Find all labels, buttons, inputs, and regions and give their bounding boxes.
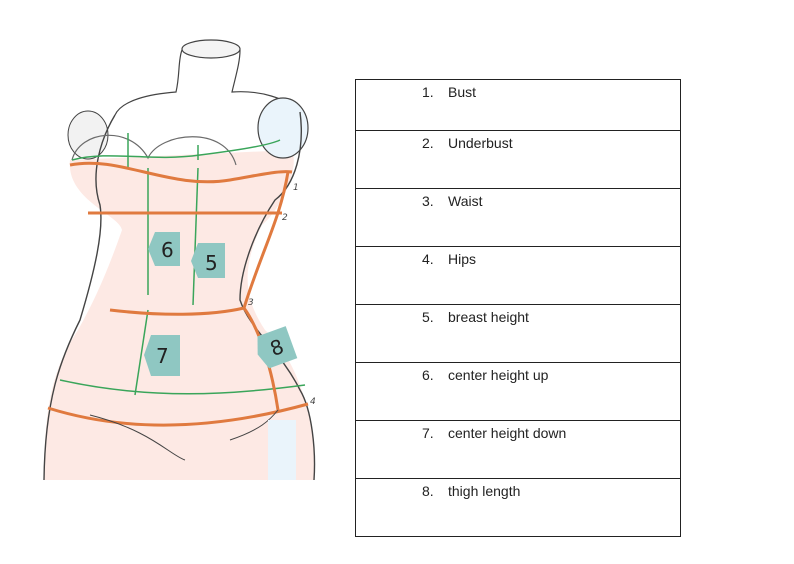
measurement-row: 2. Underbust bbox=[355, 130, 681, 189]
tag-7: 7 bbox=[144, 335, 180, 376]
measurement-cell: 8. thigh length bbox=[355, 478, 681, 537]
hip-line bbox=[47, 402, 309, 427]
measurement-number: 3. bbox=[422, 193, 434, 209]
measurement-label: breast height bbox=[448, 309, 529, 325]
measurement-cell: 7. center height down bbox=[355, 420, 681, 479]
measurement-cell: 5. breast height bbox=[355, 304, 681, 363]
svg-text:7: 7 bbox=[156, 344, 169, 368]
green-guide-lines bbox=[59, 133, 306, 396]
measurement-row: 6. center height up bbox=[355, 362, 681, 421]
measurement-row: 1. Bust bbox=[355, 79, 681, 131]
measurement-row: 7. center height down bbox=[355, 420, 681, 479]
measurement-cell: 2. Underbust bbox=[355, 130, 681, 189]
thigh-shade bbox=[268, 420, 296, 480]
side-seam-upper bbox=[242, 171, 290, 309]
measurement-cell: 4. Hips bbox=[355, 246, 681, 305]
tag-6: 6 bbox=[148, 232, 180, 266]
svg-text:5: 5 bbox=[205, 251, 218, 275]
measurement-number: 6. bbox=[422, 367, 434, 383]
measurement-row: 5. breast height bbox=[355, 304, 681, 363]
measurement-label: thigh length bbox=[448, 483, 521, 499]
line-number-4: 4 bbox=[310, 397, 316, 407]
tag-8: 8 bbox=[257, 326, 298, 369]
bust-line bbox=[69, 161, 293, 184]
line-number-3: 3 bbox=[248, 298, 254, 308]
measurement-number: 7. bbox=[422, 425, 434, 441]
measurement-number: 5. bbox=[422, 309, 434, 325]
svg-text:6: 6 bbox=[161, 238, 174, 262]
line-number-2: 2 bbox=[282, 213, 288, 223]
leg-outlines bbox=[89, 409, 279, 461]
measurement-number: 4. bbox=[422, 251, 434, 267]
measurement-label: Hips bbox=[448, 251, 477, 267]
waist-line bbox=[109, 306, 245, 316]
measurement-label: Bust bbox=[448, 84, 477, 100]
measurement-row: 8. thigh length bbox=[355, 478, 681, 537]
measurement-number: 1. bbox=[422, 84, 434, 100]
measurement-cell: 6. center height up bbox=[355, 362, 681, 421]
measurement-cell: 3. Waist bbox=[355, 188, 681, 247]
measurement-cell: 1. Bust bbox=[355, 79, 681, 131]
neck-top bbox=[181, 39, 241, 59]
measurement-label: Waist bbox=[448, 193, 483, 209]
measurements-table: 1. Bust 2. Underbust 3. Waist 4. Hips 5. breast h… bbox=[355, 79, 681, 537]
measurement-label: center height down bbox=[448, 425, 567, 441]
line-number-1: 1 bbox=[293, 183, 299, 193]
measurement-row: 3. Waist bbox=[355, 188, 681, 247]
measurement-label: center height up bbox=[448, 367, 549, 383]
measurement-row: 4. Hips bbox=[355, 246, 681, 305]
bust-cups bbox=[71, 134, 237, 166]
measurement-number: 2. bbox=[422, 135, 434, 151]
dress-form-diagram: 1 2 3 4 6 5 7 8 bbox=[43, 39, 316, 481]
measurement-number: 8. bbox=[422, 483, 434, 499]
left-shoulder-cap bbox=[67, 110, 109, 160]
measurement-label: Underbust bbox=[448, 135, 513, 151]
tag-5: 5 bbox=[191, 243, 225, 278]
